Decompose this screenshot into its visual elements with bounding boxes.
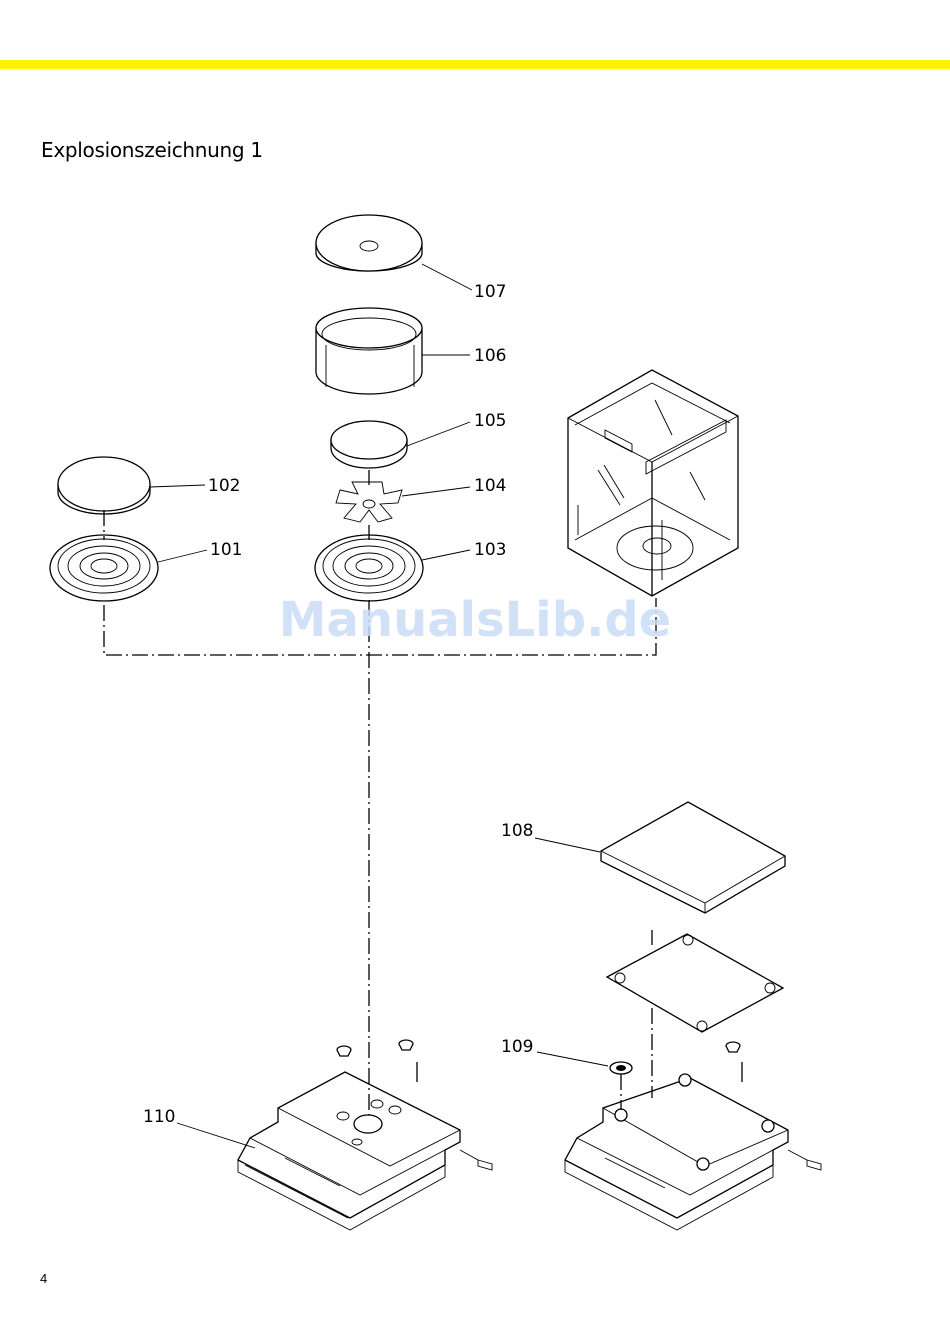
label-109: 109 [501,1037,533,1057]
page-number: 4 [40,1271,47,1286]
label-105: 105 [474,411,506,431]
draft-shield-cabinet [568,370,738,596]
leader-lines [150,264,608,1148]
part-108-square-pan [601,802,785,913]
part-107-lid [316,215,422,271]
label-108: 108 [501,821,533,841]
label-102: 102 [208,476,240,496]
label-101: 101 [210,540,242,560]
part-105-weighing-pan [331,421,407,468]
label-106: 106 [474,346,506,366]
label-104: 104 [474,476,506,496]
part-101-base-plate [50,535,158,601]
part-102-disc [58,457,150,514]
part-109-bushing [610,1062,632,1074]
label-103: 103 [474,540,506,560]
part-106-draft-ring [316,308,422,394]
label-107: 107 [474,282,506,302]
part-104-pan-support [336,482,402,522]
watermark: ManualsLib.de [279,592,671,648]
square-sub-plate [607,930,783,1032]
balance-right [565,1042,821,1230]
part-110-balance-left [238,1040,492,1230]
label-110: 110 [143,1107,175,1127]
